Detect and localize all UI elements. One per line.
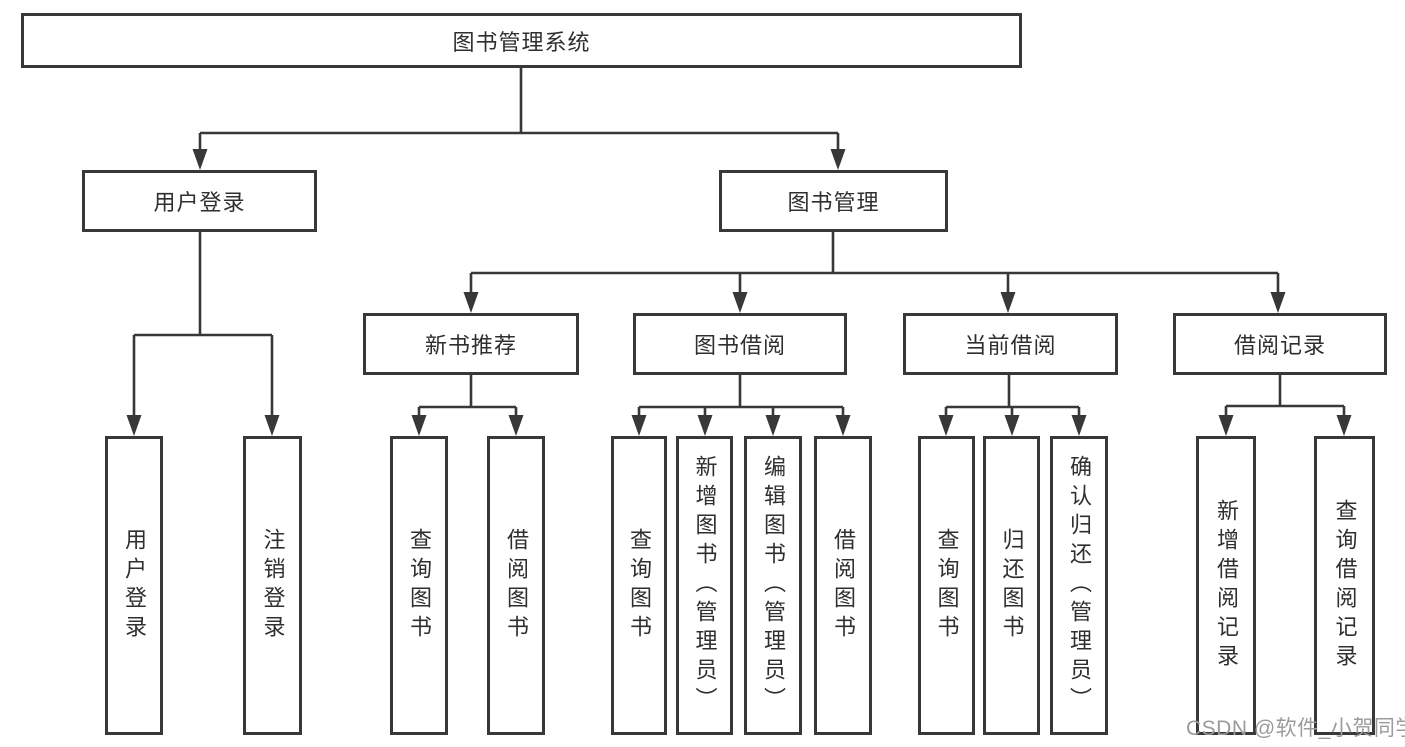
leaf-label: 查询图书 bbox=[627, 527, 652, 644]
leaf-return-books: 归还图书 bbox=[983, 436, 1040, 735]
leaf-logout: 注销登录 bbox=[243, 436, 302, 735]
leaf-label: 确认归还（管理员） bbox=[1067, 455, 1092, 716]
elbow-lines bbox=[132, 68, 1346, 418]
leaf-borrow-books: 借阅图书 bbox=[814, 436, 872, 735]
leaf-query-books-recommend: 查询图书 bbox=[390, 436, 448, 735]
leaf-label: 借阅图书 bbox=[831, 527, 856, 644]
node-new-book-recommend: 新书推荐 bbox=[363, 313, 579, 375]
leaf-query-borrow-record: 查询借阅记录 bbox=[1314, 436, 1375, 735]
node-book-borrowing: 图书借阅 bbox=[633, 313, 847, 375]
leaf-label: 新增图书（管理员） bbox=[692, 455, 718, 716]
leaf-borrow-books-recommend: 借阅图书 bbox=[487, 436, 545, 735]
leaf-query-books-borrowing: 查询图书 bbox=[611, 436, 667, 735]
leaf-confirm-return-admin: 确认归还（管理员） bbox=[1050, 436, 1108, 735]
leaf-label: 用户登录 bbox=[122, 527, 147, 644]
leaf-label: 编辑图书（管理员） bbox=[761, 455, 786, 716]
leaf-label: 查询图书 bbox=[407, 527, 432, 644]
leaf-label: 新增借阅记录 bbox=[1214, 498, 1239, 673]
leaf-add-books-admin: 新增图书（管理员） bbox=[676, 436, 733, 735]
csdn-watermark: CSDN @软件_小贺同学 bbox=[1186, 717, 1405, 740]
node-borrow-records: 借阅记录 bbox=[1173, 313, 1387, 375]
leaf-query-books-current: 查询图书 bbox=[918, 436, 975, 735]
leaf-edit-books-admin: 编辑图书（管理员） bbox=[744, 436, 802, 735]
leaf-label: 查询借阅记录 bbox=[1332, 498, 1358, 673]
node-book-management: 图书管理 bbox=[719, 170, 948, 232]
leaf-label: 查询图书 bbox=[934, 527, 960, 644]
arrowhead-icons bbox=[126, 149, 1352, 436]
node-current-borrowing: 当前借阅 bbox=[903, 313, 1118, 375]
leaf-add-borrow-record: 新增借阅记录 bbox=[1196, 436, 1256, 735]
leaf-label: 归还图书 bbox=[999, 527, 1025, 644]
node-user-login: 用户登录 bbox=[82, 170, 317, 232]
leaf-label: 借阅图书 bbox=[504, 527, 529, 644]
node-root-system: 图书管理系统 bbox=[21, 13, 1022, 68]
leaf-label: 注销登录 bbox=[260, 527, 286, 644]
leaf-user-login: 用户登录 bbox=[105, 436, 163, 735]
